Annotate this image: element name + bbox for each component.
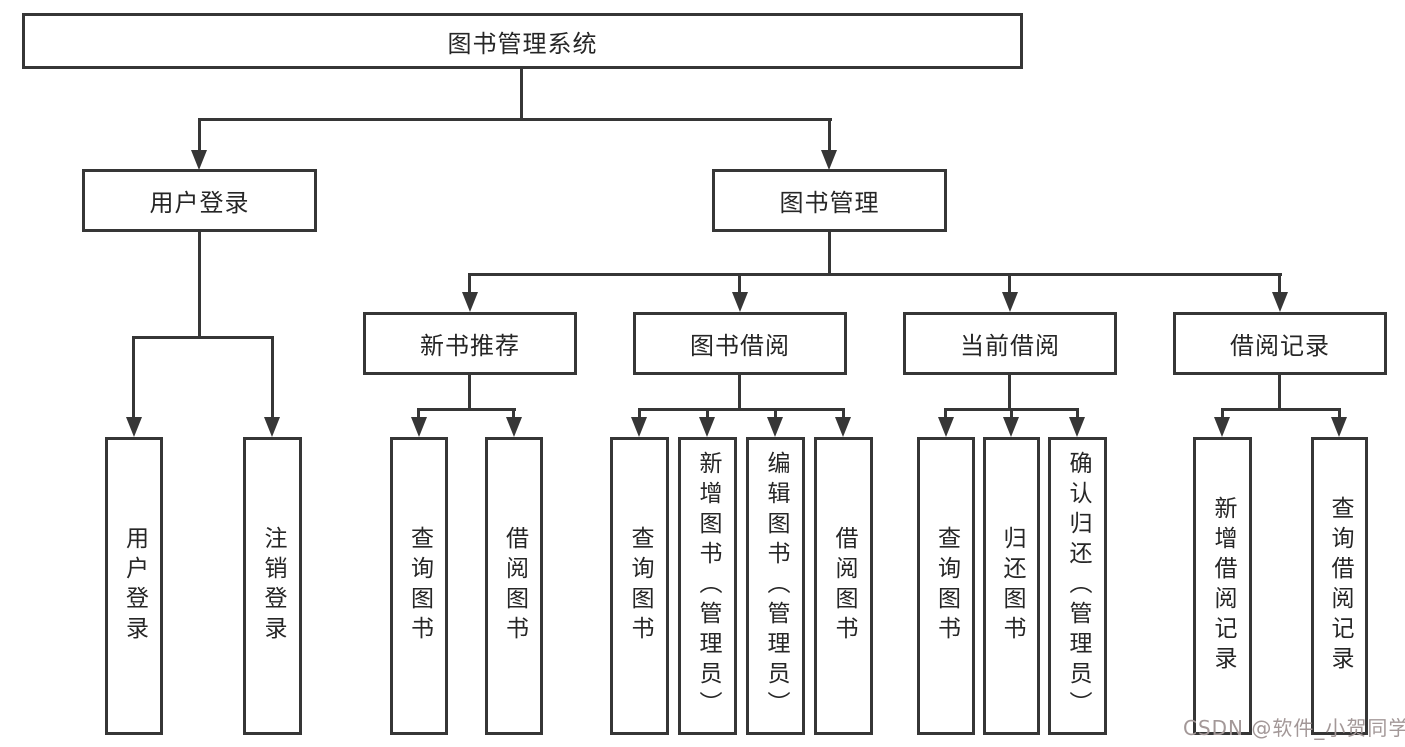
connector-leaf-shaft xyxy=(271,336,274,418)
connector-borrow-stem xyxy=(738,375,741,408)
connector-leaf-shaft xyxy=(1076,408,1079,419)
leaf-query-books-newbook: 查询图书 xyxy=(390,437,448,735)
node-book-management: 图书管理 xyxy=(712,169,947,232)
arrow-down-icon xyxy=(462,292,478,312)
leaf-query-books-current: 查询图书 xyxy=(917,437,975,735)
connector-current-stem xyxy=(1008,375,1011,408)
arrow-down-icon xyxy=(1272,292,1288,312)
node-new-book-recommend: 新书推荐 xyxy=(363,312,577,375)
arrow-down-icon xyxy=(264,417,280,437)
leaf-logout: 注销登录 xyxy=(243,437,302,735)
leaf-borrow-books-newbook: 借阅图书 xyxy=(485,437,543,735)
connector-l3-shaft xyxy=(738,273,741,294)
node-book-borrow: 图书借阅 xyxy=(633,312,847,375)
arrow-down-icon xyxy=(1069,417,1085,437)
connector-login-rail xyxy=(132,336,274,339)
connector-level2-rail xyxy=(198,118,832,121)
arrow-down-icon xyxy=(732,292,748,312)
connector-newbook-rail xyxy=(417,408,516,411)
node-root: 图书管理系统 xyxy=(22,13,1023,69)
arrow-down-icon xyxy=(1331,417,1347,437)
arrow-down-icon xyxy=(1003,417,1019,437)
connector-mgmt-stem xyxy=(828,232,831,273)
connector-leaf-shaft xyxy=(774,408,777,419)
connector-l3-shaft xyxy=(1008,273,1011,294)
arrow-down-icon xyxy=(767,417,783,437)
watermark-text: CSDN @软件_小贺同学 xyxy=(1183,716,1405,740)
leaf-user-login: 用户登录 xyxy=(105,437,163,735)
leaf-edit-book-admin: 编辑图书（管理员） xyxy=(746,437,805,735)
leaf-borrow-books-borrow: 借阅图书 xyxy=(814,437,873,735)
node-current-borrow: 当前借阅 xyxy=(903,312,1117,375)
arrow-down-icon xyxy=(506,417,522,437)
connector-user-login-shaft xyxy=(198,118,201,151)
arrow-down-icon xyxy=(411,417,427,437)
arrow-down-icon xyxy=(631,417,647,437)
arrow-down-icon xyxy=(126,417,142,437)
leaf-query-borrow-record: 查询借阅记录 xyxy=(1311,437,1368,735)
connector-leaf-shaft xyxy=(1338,408,1341,419)
connector-book-mgmt-shaft xyxy=(828,118,831,151)
connector-leaf-shaft xyxy=(842,408,845,419)
connector-l3-shaft xyxy=(468,273,471,294)
arrow-down-icon xyxy=(1214,417,1230,437)
connector-leaf-shaft xyxy=(944,408,947,419)
leaf-add-book-admin: 新增图书（管理员） xyxy=(678,437,737,735)
arrow-down-icon xyxy=(835,417,851,437)
connector-leaf-shaft xyxy=(638,408,641,419)
leaf-return-book: 归还图书 xyxy=(983,437,1040,735)
connector-leaf-shaft xyxy=(1010,408,1013,419)
arrow-down-icon xyxy=(821,150,837,170)
connector-record-rail xyxy=(1221,408,1341,411)
leaf-query-books-borrow: 查询图书 xyxy=(610,437,669,735)
connector-leaf-shaft xyxy=(417,408,420,419)
connector-borrow-rail xyxy=(638,408,845,411)
node-user-login: 用户登录 xyxy=(82,169,317,232)
leaf-add-borrow-record: 新增借阅记录 xyxy=(1193,437,1252,735)
connector-l3-shaft xyxy=(1278,273,1281,294)
arrow-down-icon xyxy=(191,150,207,170)
connector-login-stem xyxy=(198,232,201,336)
connector-leaf-shaft xyxy=(512,408,515,419)
connector-newbook-stem xyxy=(468,375,471,408)
connector-leaf-shaft xyxy=(1221,408,1224,419)
connector-leaf-shaft xyxy=(132,336,135,418)
arrow-down-icon xyxy=(699,417,715,437)
arrow-down-icon xyxy=(938,417,954,437)
arrow-down-icon xyxy=(1002,292,1018,312)
connector-record-stem xyxy=(1278,375,1281,408)
connector-root-stem xyxy=(520,69,523,118)
connector-level3-rail xyxy=(469,273,1282,276)
leaf-confirm-return-admin: 确认归还（管理员） xyxy=(1048,437,1107,735)
node-borrow-record: 借阅记录 xyxy=(1173,312,1387,375)
connector-leaf-shaft xyxy=(706,408,709,419)
